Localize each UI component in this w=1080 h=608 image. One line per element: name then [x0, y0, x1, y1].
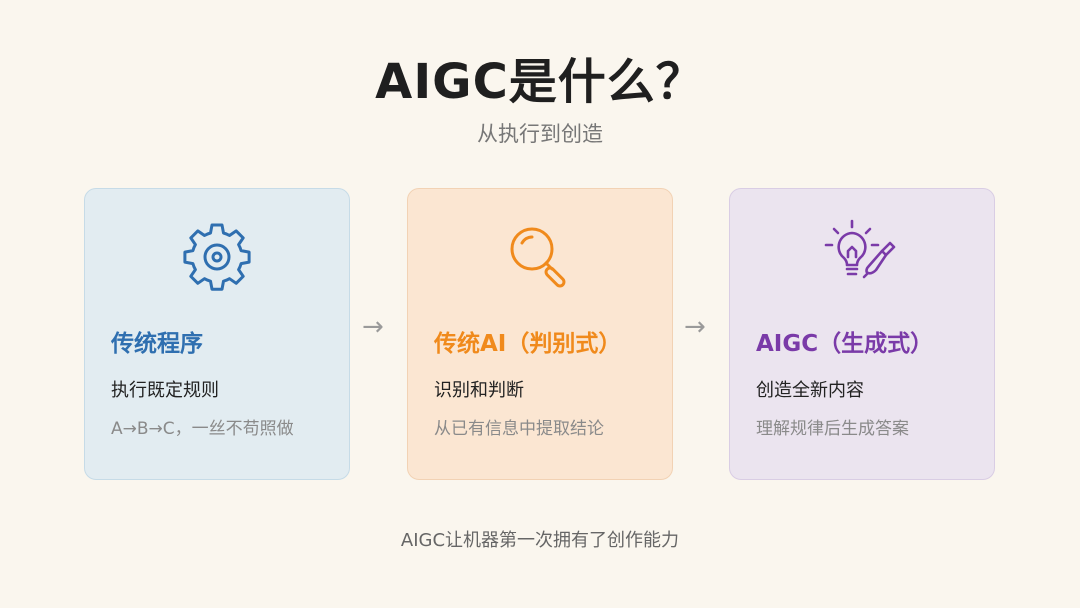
card-detail: A→B→C，一丝不苟照做 [111, 419, 294, 439]
magnifier-icon [408, 219, 672, 295]
card-discriminative-ai: 传统AI（判别式） 识别和判断 从已有信息中提取结论 [407, 188, 673, 480]
card-heading: 传统AI（判别式） [434, 331, 622, 357]
page-subtitle: 从执行到创造 [477, 122, 603, 146]
card-detail: 从已有信息中提取结论 [434, 419, 604, 439]
card-heading: 传统程序 [111, 331, 203, 357]
card-traditional-program: 传统程序 执行既定规则 A→B→C，一丝不苟照做 [84, 188, 350, 480]
page-title: AIGC是什么？ [375, 54, 705, 110]
footer-caption: AIGC让机器第一次拥有了创作能力 [400, 530, 680, 551]
card-description: 识别和判断 [434, 380, 524, 401]
card-detail: 理解规律后生成答案 [756, 419, 909, 439]
card-heading: AIGC（生成式） [756, 331, 934, 357]
gear-icon [85, 219, 349, 295]
arrow-right-icon: → [684, 312, 706, 342]
lightbulb-paintbrush-icon [730, 219, 994, 295]
arrow-right-icon: → [362, 312, 384, 342]
card-description: 执行既定规则 [111, 380, 219, 401]
card-generative-ai: AIGC（生成式） 创造全新内容 理解规律后生成答案 [729, 188, 995, 480]
card-description: 创造全新内容 [756, 380, 864, 401]
